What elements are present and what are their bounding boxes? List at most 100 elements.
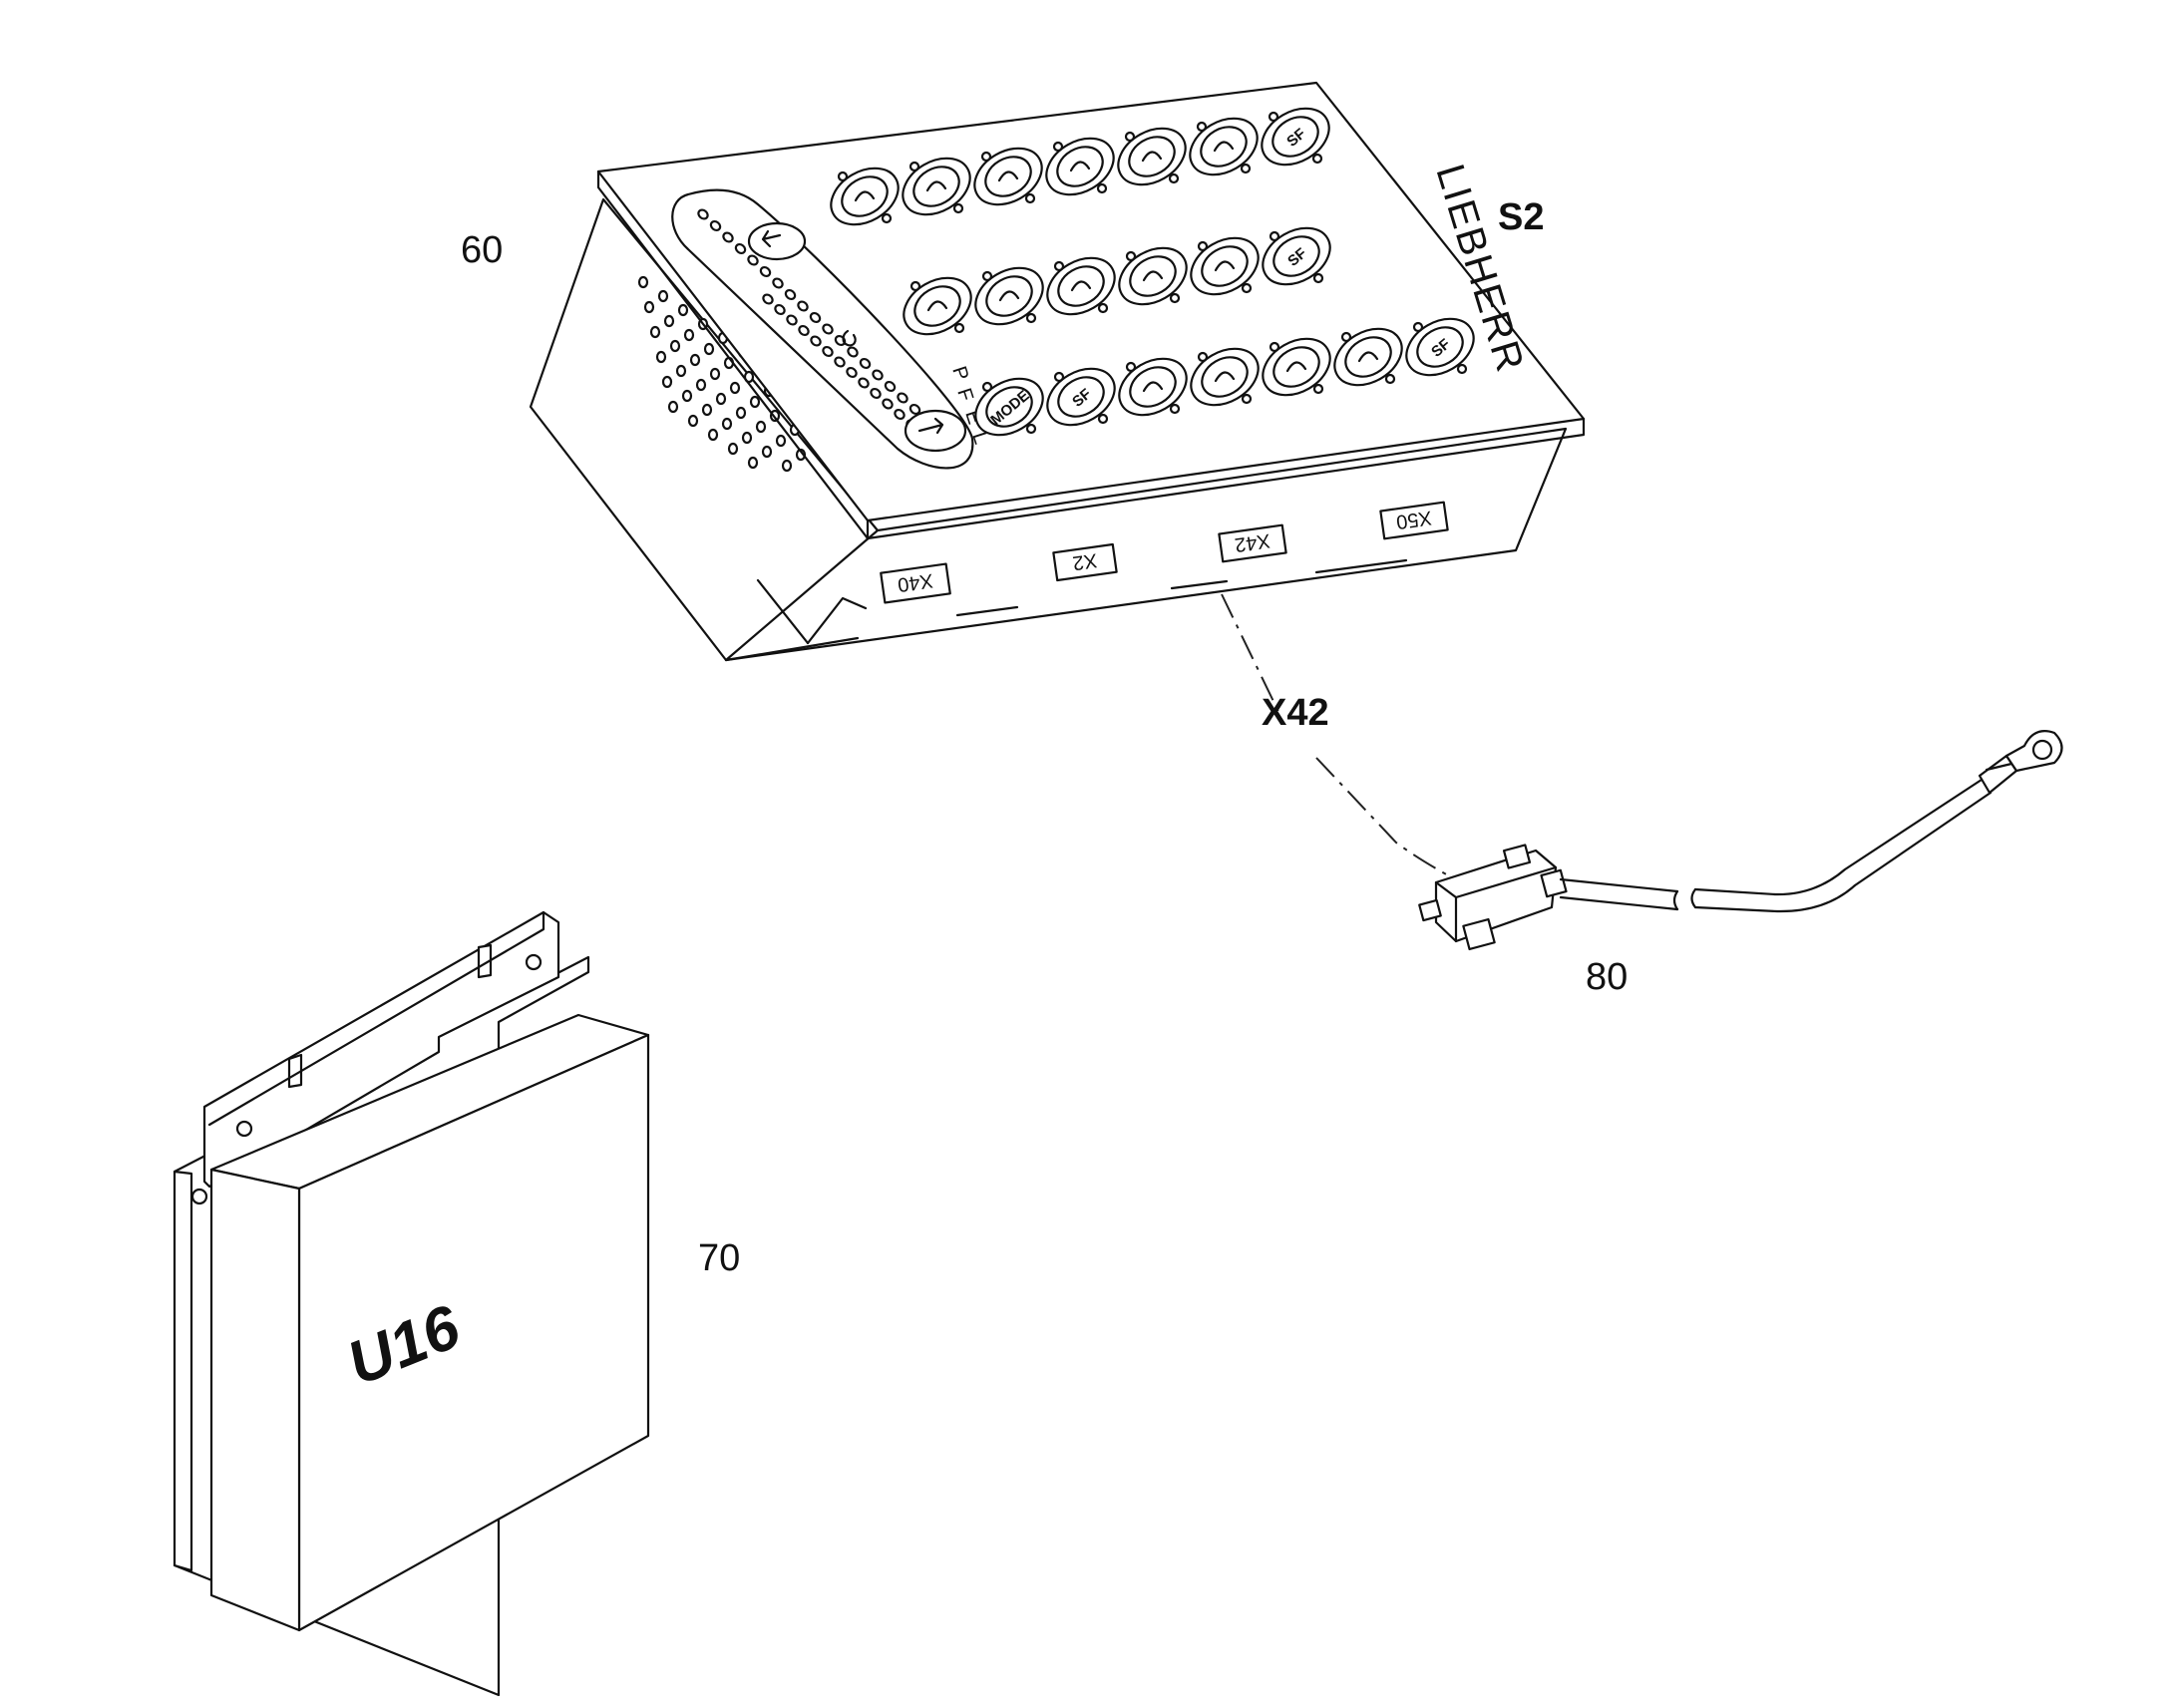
keypad-button[interactable] <box>821 157 908 235</box>
led-indicator <box>709 219 722 232</box>
vent-hole <box>637 275 649 289</box>
vent-hole <box>781 459 793 473</box>
key-symbol-icon <box>998 290 1020 302</box>
led-indicator <box>798 324 810 337</box>
vent-hole <box>707 428 719 442</box>
key-symbol-icon <box>1357 351 1379 363</box>
connector-label-x40: X40 <box>880 562 951 604</box>
connection-leader-line <box>1221 593 1449 876</box>
vent-hole <box>755 420 767 434</box>
keypad-button[interactable]: SF <box>1253 216 1339 295</box>
vent-hole <box>749 395 761 409</box>
led-indicator <box>884 380 897 393</box>
circle-arrow-icon <box>842 329 857 347</box>
led-indicator <box>797 300 809 312</box>
vent-hole <box>701 403 713 417</box>
led-indicator <box>697 208 709 220</box>
vent-hole <box>761 445 773 459</box>
connector-label-x50: X50 <box>1379 501 1449 540</box>
callout-60: 60 <box>461 229 503 271</box>
led-indicator <box>786 314 798 326</box>
vent-hole <box>703 342 715 356</box>
vent-hole <box>695 378 707 392</box>
svg-text:X42: X42 <box>1234 529 1272 556</box>
vent-hole <box>661 375 673 389</box>
vent-hole <box>689 353 701 367</box>
key-symbol-icon <box>1070 280 1092 292</box>
keypad-button[interactable] <box>1324 317 1411 396</box>
vent-hole <box>715 392 727 406</box>
keypad-button[interactable] <box>1109 236 1196 315</box>
led-indicator <box>722 231 734 243</box>
vent-hole <box>775 434 787 448</box>
vent-hole <box>681 389 693 403</box>
arrow-down-icon <box>904 409 967 453</box>
vent-hole <box>735 406 747 420</box>
vent-hole <box>727 442 739 456</box>
keypad-button[interactable] <box>964 137 1051 215</box>
vent-hole <box>663 314 675 328</box>
keypad-button[interactable] <box>894 266 980 345</box>
key-symbol-icon <box>1213 141 1235 153</box>
keypad-button[interactable] <box>1036 127 1123 205</box>
led-indicator <box>870 387 882 400</box>
led-indicator <box>897 392 908 404</box>
key-symbol-icon <box>926 300 948 312</box>
arrow-up-icon <box>747 221 807 261</box>
key-symbol-icon <box>1069 161 1091 172</box>
led-indicator <box>784 288 797 301</box>
led-indicator <box>810 335 822 347</box>
vent-hole <box>687 414 699 428</box>
led-indicator <box>847 346 859 358</box>
led-indicator <box>882 398 894 410</box>
led-indicator <box>734 242 747 255</box>
led-indicator <box>822 323 834 335</box>
keypad-button[interactable] <box>1180 107 1267 185</box>
vent-hole <box>669 339 681 353</box>
keypad-button[interactable] <box>1037 246 1124 325</box>
keypad-button[interactable] <box>1181 226 1268 305</box>
keypad-button[interactable]: SF <box>1252 97 1338 175</box>
keypad-button[interactable] <box>1109 347 1196 426</box>
key-symbol-icon <box>854 190 876 202</box>
led-indicator <box>822 345 834 358</box>
vent-hole <box>675 364 687 378</box>
keypad-button[interactable]: SF <box>1396 307 1483 386</box>
vent-hole <box>729 381 741 395</box>
led-indicator <box>774 303 786 316</box>
keypad-button[interactable]: MODE <box>965 367 1052 446</box>
key-symbol-icon <box>1142 270 1164 282</box>
led-indicator <box>747 254 759 266</box>
vent-hole <box>683 328 695 342</box>
vent-hole <box>747 456 759 470</box>
keypad-button[interactable] <box>965 256 1052 335</box>
keypad-button[interactable] <box>1253 327 1339 406</box>
led-indicator <box>762 293 774 305</box>
vent-hole <box>721 417 733 431</box>
vent-hole <box>677 303 689 317</box>
keypad-button[interactable]: SF <box>1037 357 1124 436</box>
keypad-button[interactable] <box>1181 337 1268 416</box>
keypad-button[interactable] <box>893 147 979 225</box>
svg-text:P: P <box>947 364 972 383</box>
vent-hole <box>655 350 667 364</box>
led-indicator <box>894 408 906 421</box>
led-indicator <box>858 377 870 389</box>
led-indicator <box>859 357 872 370</box>
key-symbol-icon <box>1214 260 1236 272</box>
key-symbol-icon <box>1141 151 1163 163</box>
display-leds <box>697 208 946 442</box>
vent-hole <box>643 300 655 314</box>
cable-80 <box>1418 730 2063 951</box>
callout-80: 80 <box>1586 956 1628 998</box>
key-symbol-icon <box>1142 381 1164 393</box>
vent-hole <box>667 400 679 414</box>
vent-hole <box>657 289 669 303</box>
keypad-button[interactable] <box>1108 117 1195 195</box>
connector-label-x2: X2 <box>1052 542 1118 582</box>
controller-u16: U16 <box>173 910 650 1697</box>
vent-hole <box>649 325 661 339</box>
